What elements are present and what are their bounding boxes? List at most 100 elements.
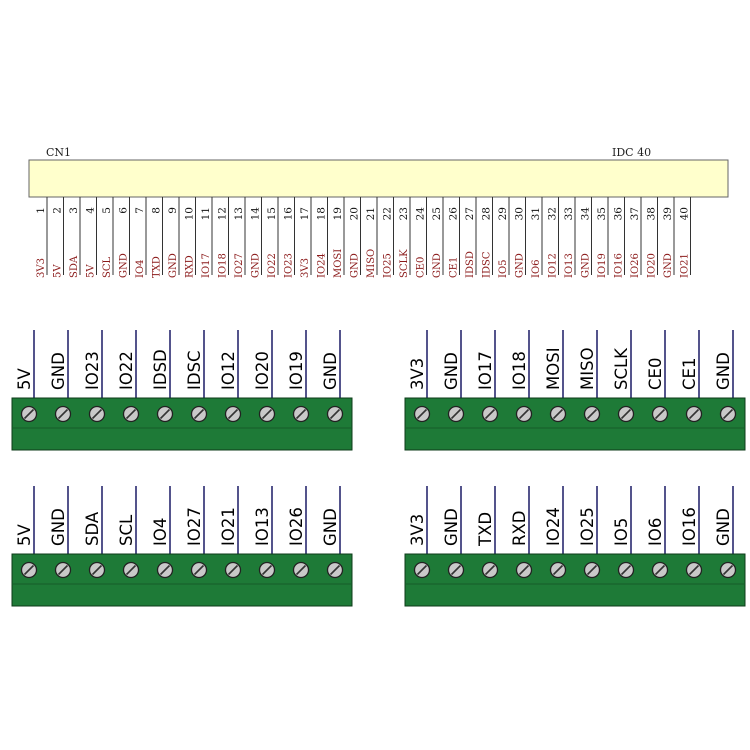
header-pin-number: 38: [646, 207, 658, 220]
terminal-label: 3V3: [408, 514, 427, 546]
screw-terminal[interactable]: [156, 561, 174, 579]
screw-terminal[interactable]: [190, 405, 208, 423]
header-pin-signal: IO22: [267, 253, 278, 278]
screw-terminal[interactable]: [88, 561, 106, 579]
terminal-label: CE0: [646, 358, 665, 390]
terminal-block-body: [11, 397, 353, 451]
header-pin-number: 29: [497, 207, 509, 220]
header-pin-signal: 5V: [86, 264, 97, 278]
header-pin-number: 7: [134, 207, 146, 214]
header-pin-number: 13: [233, 207, 245, 220]
header-pin-signal: SCL: [102, 256, 113, 278]
screw-terminal[interactable]: [583, 561, 601, 579]
screw-terminal[interactable]: [88, 405, 106, 423]
terminal-label: GND: [321, 508, 340, 546]
screw-terminal[interactable]: [122, 561, 140, 579]
screw-terminal[interactable]: [481, 561, 499, 579]
screw-terminal[interactable]: [122, 405, 140, 423]
terminal-label: TXD: [476, 512, 495, 547]
terminal-label: IO23: [83, 351, 102, 390]
header-body: [28, 159, 729, 198]
header-pin-number: 18: [316, 207, 328, 220]
terminal-label: IDSD: [151, 349, 170, 390]
header-pin-signal: IO17: [201, 253, 212, 278]
header-pins: 13V325V3SDA45V5SCL6GND7IO48TXD9GND10RXD1…: [35, 197, 691, 278]
header-pin-signal: 5V: [53, 264, 64, 278]
terminal-label: CE1: [680, 358, 699, 390]
header-pin-signal: IO18: [218, 253, 229, 278]
header-pin-number: 20: [349, 207, 361, 220]
terminal-label: 5V: [15, 368, 34, 390]
terminal-label: GND: [442, 508, 461, 546]
screw-terminal[interactable]: [481, 405, 499, 423]
header-pin-signal: GND: [168, 253, 179, 278]
screw-terminal[interactable]: [549, 561, 567, 579]
header-pin-number: 19: [332, 207, 344, 220]
header-pin-signal: IO12: [548, 253, 559, 278]
terminal-block-body: [11, 553, 353, 607]
screw-terminal[interactable]: [685, 561, 703, 579]
screw-terminal[interactable]: [190, 561, 208, 579]
terminal-label: GND: [49, 508, 68, 546]
screw-terminal[interactable]: [326, 405, 344, 423]
header-pin-signal: GND: [119, 253, 130, 278]
screw-terminal[interactable]: [651, 561, 669, 579]
screw-terminal[interactable]: [549, 405, 567, 423]
header-pin-signal: IO4: [135, 259, 146, 278]
header-pin-number: 37: [629, 207, 641, 220]
screw-terminal[interactable]: [54, 405, 72, 423]
screw-terminal[interactable]: [515, 405, 533, 423]
header-pin-number: 1: [35, 207, 47, 214]
screw-terminal[interactable]: [20, 561, 38, 579]
header-pin-signal: MOSI: [333, 249, 344, 278]
screw-terminal[interactable]: [447, 561, 465, 579]
header-pin-signal: IDSD: [465, 251, 476, 278]
screw-terminal[interactable]: [651, 405, 669, 423]
screw-terminal[interactable]: [20, 405, 38, 423]
header-pin-number: 11: [200, 207, 212, 220]
screw-terminal[interactable]: [258, 561, 276, 579]
screw-terminal[interactable]: [583, 405, 601, 423]
header-pin-number: 39: [662, 207, 674, 220]
screw-terminal[interactable]: [685, 405, 703, 423]
header-pin-number: 14: [250, 207, 262, 221]
screw-terminal[interactable]: [413, 561, 431, 579]
header-pin-number: 2: [52, 207, 64, 214]
header-part-label: IDC 40: [612, 146, 651, 159]
header-pin-number: 40: [679, 207, 691, 220]
screw-terminal[interactable]: [156, 405, 174, 423]
header-pin-signal: IO5: [498, 259, 509, 278]
terminal-label: IDSC: [185, 350, 204, 390]
header-pin-number: 28: [481, 207, 493, 220]
header-pin-number: 22: [382, 207, 394, 220]
terminal-label: SCLK: [612, 347, 631, 390]
terminal-label: GND: [49, 352, 68, 390]
header-pin-signal: IO26: [630, 253, 641, 278]
screw-terminal[interactable]: [292, 405, 310, 423]
terminal-label: IO18: [510, 351, 529, 390]
header-pin-number: 34: [580, 207, 592, 221]
screw-terminal[interactable]: [224, 405, 242, 423]
screw-terminal[interactable]: [515, 561, 533, 579]
screw-terminal[interactable]: [224, 561, 242, 579]
screw-terminal[interactable]: [447, 405, 465, 423]
screw-terminal[interactable]: [719, 405, 737, 423]
terminal-label: IO17: [476, 351, 495, 390]
header-pin-number: 33: [563, 207, 575, 220]
screw-terminal[interactable]: [413, 405, 431, 423]
screw-terminal[interactable]: [326, 561, 344, 579]
screw-terminal[interactable]: [292, 561, 310, 579]
screw-terminal[interactable]: [617, 405, 635, 423]
screw-terminal[interactable]: [54, 561, 72, 579]
screw-terminal[interactable]: [258, 405, 276, 423]
screw-terminal[interactable]: [719, 561, 737, 579]
header-pin-number: 30: [514, 207, 526, 220]
terminal-label: GND: [714, 352, 733, 390]
terminal-label: IO20: [253, 351, 272, 390]
header-pin-number: 24: [415, 207, 427, 221]
screw-terminal[interactable]: [617, 561, 635, 579]
header-pin-number: 16: [283, 207, 295, 221]
